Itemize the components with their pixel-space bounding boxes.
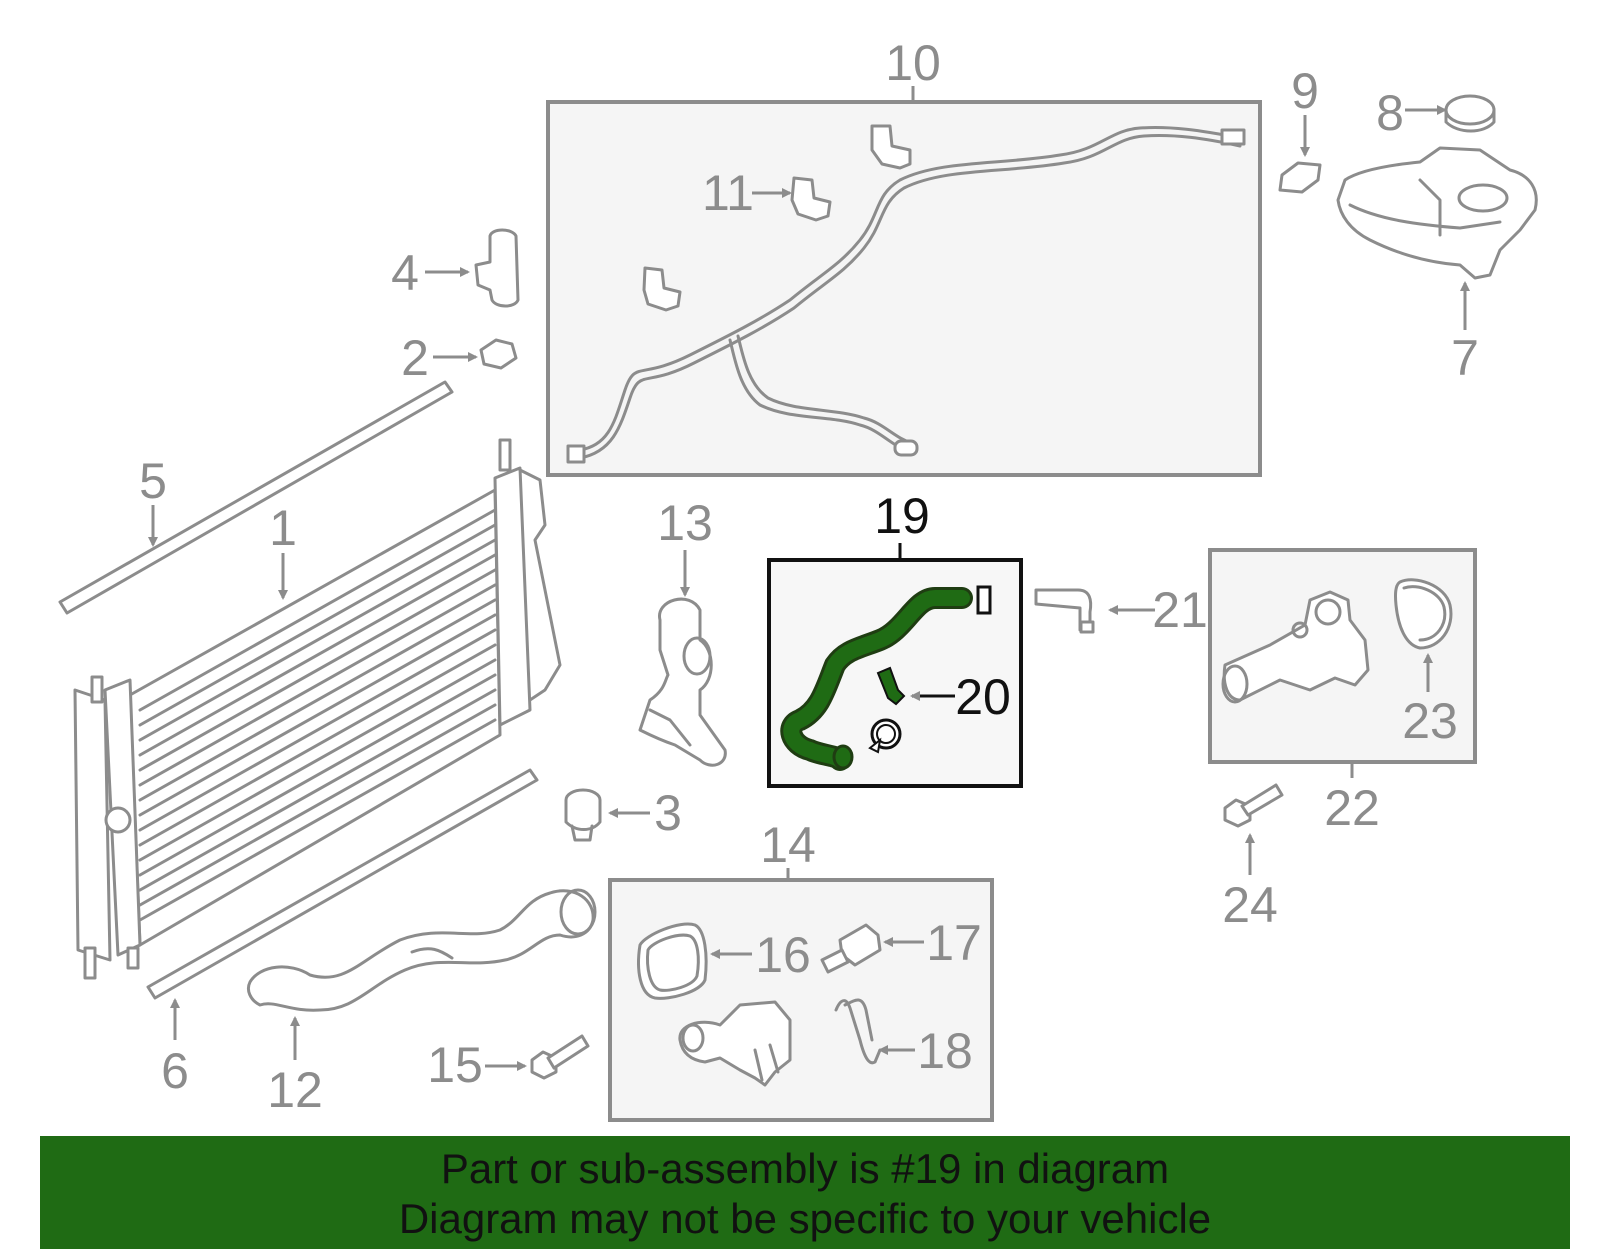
clip-18-icon[interactable] — [834, 998, 882, 1065]
info-banner: Part or sub-assembly is #19 in diagram D… — [40, 1136, 1570, 1249]
bolt-24-icon[interactable] — [1223, 783, 1284, 828]
callout-13[interactable]: 13 — [657, 495, 713, 551]
radiator-1-icon[interactable] — [73, 438, 562, 980]
info-banner-bg — [40, 1136, 1570, 1249]
callout-12[interactable]: 12 — [267, 1062, 323, 1118]
callout-23[interactable]: 23 — [1402, 693, 1458, 749]
callout-19[interactable]: 19 — [874, 488, 930, 544]
callout-22[interactable]: 22 — [1324, 780, 1380, 836]
callout-8[interactable]: 8 — [1376, 85, 1404, 141]
callout-11[interactable]: 11 — [702, 165, 754, 221]
outlet-housing-14-icon[interactable] — [678, 1000, 792, 1087]
bracket-4-icon[interactable] — [474, 228, 520, 308]
callout-2[interactable]: 2 — [401, 330, 429, 386]
sensor-17-icon[interactable] — [820, 923, 882, 974]
callout-15[interactable]: 15 — [427, 1037, 483, 1093]
callout-1[interactable]: 1 — [269, 500, 297, 556]
clip-11-icon[interactable] — [642, 124, 912, 312]
group-box-14 — [608, 878, 994, 1122]
fitting-21-icon[interactable] — [1034, 588, 1095, 634]
gasket-16-icon[interactable] — [637, 922, 708, 1000]
clamp-20-icon[interactable] — [868, 666, 906, 754]
callout-17[interactable]: 17 — [926, 915, 982, 971]
callout-3[interactable]: 3 — [654, 785, 682, 841]
callout-16[interactable]: 16 — [755, 927, 811, 983]
callout-5[interactable]: 5 — [139, 453, 167, 509]
hose-assembly-10[interactable] — [578, 125, 1242, 452]
callout-6[interactable]: 6 — [161, 1043, 189, 1099]
callout-18[interactable]: 18 — [917, 1023, 973, 1079]
nut-2-icon[interactable] — [479, 338, 518, 370]
callout-20[interactable]: 20 — [955, 669, 1011, 725]
air-duct-13-icon[interactable] — [638, 597, 727, 767]
seal-6-icon[interactable] — [146, 768, 539, 1000]
reservoir-cap-8-icon[interactable] — [1444, 94, 1496, 133]
callout-10[interactable]: 10 — [885, 35, 941, 91]
callout-21[interactable]: 21 — [1152, 582, 1208, 638]
sensor-9-icon[interactable] — [1278, 161, 1322, 194]
callout-9[interactable]: 9 — [1291, 63, 1319, 119]
coolant-reservoir-7-icon[interactable] — [1336, 146, 1538, 280]
callout-4[interactable]: 4 — [391, 245, 419, 301]
banner-line-1: Part or sub-assembly is #19 in diagram — [440, 1145, 1170, 1192]
seal-5-icon[interactable] — [58, 380, 454, 615]
bolt-15-icon[interactable] — [530, 1034, 590, 1080]
callout-24[interactable]: 24 — [1222, 877, 1278, 933]
banner-line-2: Diagram may not be specific to your vehi… — [398, 1195, 1212, 1242]
coolant-hose-19-icon[interactable] — [780, 585, 992, 771]
callout-14[interactable]: 14 — [760, 817, 816, 873]
thermostat-housing-22-icon[interactable] — [1221, 590, 1370, 704]
callout-7[interactable]: 7 — [1451, 330, 1479, 386]
radiator-hose-12-icon[interactable] — [246, 888, 597, 1012]
cap-3-icon[interactable] — [564, 788, 602, 842]
gasket-23-icon[interactable] — [1394, 578, 1453, 650]
